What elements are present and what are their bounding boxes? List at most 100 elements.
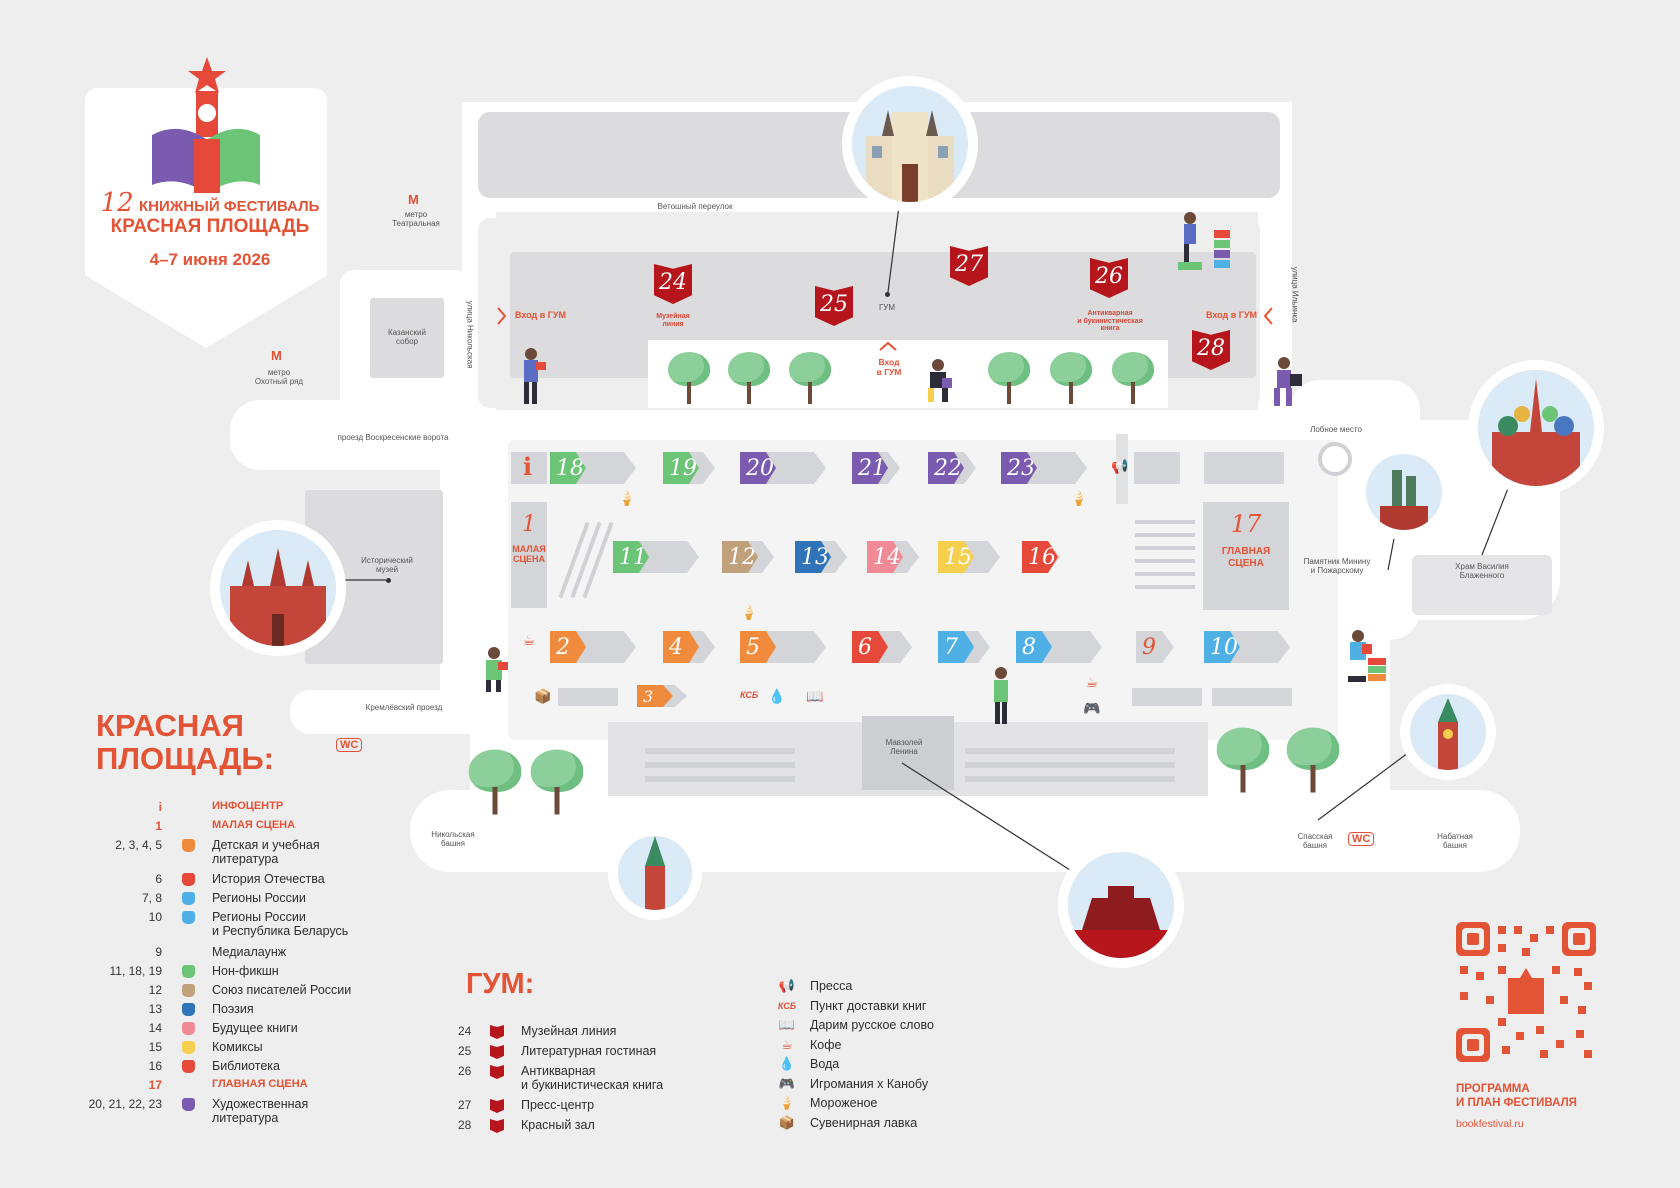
- stall-8[interactable]: 8: [1016, 631, 1102, 663]
- stall-18[interactable]: 18: [550, 452, 636, 484]
- wc-icon: WC: [336, 738, 363, 752]
- metro-teatralnaya-label: метро Театральная: [392, 210, 440, 229]
- stall-11[interactable]: 11: [613, 541, 699, 573]
- stall-3[interactable]: 3: [637, 685, 687, 707]
- tree-icon: [1112, 352, 1154, 404]
- stall-23[interactable]: 23: [1001, 452, 1087, 484]
- gum-book-icon: [490, 1119, 504, 1133]
- megaphone-icon: 📢: [1111, 458, 1129, 474]
- tree-icon: [1286, 727, 1340, 793]
- festival-line1: КНИЖНЫЙ ФЕСТИВАЛЬ: [138, 198, 320, 215]
- legend-number: 15: [148, 1040, 162, 1054]
- gum-book-icon: [490, 1045, 504, 1059]
- legend-label: Медиалаунж: [212, 945, 287, 959]
- main-stage-block[interactable]: [1203, 502, 1289, 610]
- legend-label: Библиотека: [212, 1059, 280, 1073]
- legend-label: Союз писателей России: [212, 983, 352, 997]
- legend-number: 2, 3, 4, 5: [115, 838, 162, 852]
- stall-5[interactable]: 5: [740, 631, 826, 663]
- kremlevsky-label: Кремлёвский проезд: [365, 703, 443, 712]
- stall-21[interactable]: 21: [852, 452, 900, 484]
- stall-7[interactable]: 7: [938, 631, 990, 663]
- main-stage-label: ГЛАВНАЯ СЦЕНА: [1221, 546, 1271, 569]
- qr-code[interactable]: [1456, 922, 1596, 1062]
- stall-22[interactable]: 22: [928, 452, 976, 484]
- wc-icon: WC: [1348, 832, 1375, 846]
- person-with-books-illustration: [1178, 212, 1230, 270]
- minin-pozharsky-illustration: [1356, 444, 1452, 540]
- gum-entrance-right[interactable]: Вход в ГУМ: [1206, 310, 1257, 320]
- legend-swatch: [182, 873, 195, 886]
- gum-legend-label: Литературная гостиная: [521, 1044, 657, 1058]
- person-illustration: [928, 359, 952, 402]
- legend-swatch: [182, 965, 195, 978]
- nabatnaya-tower-label: Набатная башня: [1437, 832, 1473, 851]
- souvenir-box-icon: 📦: [778, 1114, 796, 1130]
- stall-20[interactable]: 20: [740, 452, 826, 484]
- small-stage-block[interactable]: [511, 502, 547, 608]
- gamepad-icon: 🎮: [1083, 700, 1101, 716]
- gum-entrance-left[interactable]: Вход в ГУМ: [515, 310, 566, 320]
- gum-legend-label: Музейная линия: [521, 1024, 617, 1038]
- stall-12[interactable]: 12: [722, 541, 774, 573]
- lobnoe-label: Лобное место: [1310, 425, 1362, 434]
- gum-legend-number: 25: [458, 1044, 472, 1058]
- tree-icon: [988, 352, 1030, 404]
- gum-legend-label: Красный зал: [521, 1118, 595, 1132]
- gum-badge-28[interactable]: 28: [1192, 330, 1230, 370]
- stall-number: 11: [613, 541, 649, 573]
- legend-number: 1: [155, 819, 162, 833]
- tree-icon: [468, 749, 522, 815]
- stall-16[interactable]: 16: [1022, 541, 1060, 573]
- istorichesky-label: Исторический музей: [361, 556, 413, 575]
- ice-cream-icon: 🍦: [1070, 490, 1088, 506]
- tree-icon: [789, 352, 831, 404]
- person-illustration: [1274, 357, 1302, 406]
- legend-swatch: [182, 892, 195, 905]
- legend-label: Регионы России: [212, 891, 306, 905]
- ice-cream-icon: 🍦: [778, 1095, 796, 1110]
- metro-icon: M: [271, 348, 282, 363]
- metro-okhotny-label: метро Охотный ряд: [254, 368, 304, 387]
- water-drop-icon: 💧: [778, 1056, 796, 1071]
- gum-main-entrance[interactable]: Вход в ГУМ: [876, 357, 902, 377]
- festival-line2: КРАСНАЯ ПЛОЩАДЬ: [110, 216, 310, 238]
- pavilion-block: [1212, 688, 1292, 706]
- service-label: Игромания x Канобу: [810, 1076, 929, 1091]
- stall-19[interactable]: 19: [663, 452, 715, 484]
- gum-badge-24[interactable]: 24: [654, 264, 692, 304]
- stall-14[interactable]: 14: [867, 541, 919, 573]
- water-drop-icon: 💧: [768, 688, 786, 704]
- infocenter-block[interactable]: [511, 452, 547, 484]
- gum-book-icon: [490, 1099, 504, 1113]
- stall-number: 9: [1136, 631, 1172, 663]
- pavilion-block: [1204, 452, 1284, 484]
- service-label: Дарим русское слово: [810, 1018, 934, 1032]
- gum-badge-27[interactable]: 27: [950, 246, 988, 286]
- gum-legend-number: 24: [458, 1024, 472, 1038]
- stall-10[interactable]: 10: [1204, 631, 1290, 663]
- stall-4[interactable]: 4: [663, 631, 715, 663]
- stall-9[interactable]: 9: [1136, 631, 1174, 663]
- stall-6[interactable]: 6: [852, 631, 912, 663]
- antique-label: Антикварная и букинистическая книга: [1077, 310, 1143, 333]
- stall-15[interactable]: 15: [938, 541, 1000, 573]
- gum-badge-26[interactable]: 26: [1090, 258, 1128, 298]
- gum-label: ГУМ: [878, 303, 896, 312]
- legend-number: 20, 21, 22, 23: [88, 1097, 162, 1111]
- stall-13[interactable]: 13: [795, 541, 847, 573]
- gum-badge-25[interactable]: 25: [815, 286, 853, 326]
- stall-2[interactable]: 2: [550, 631, 636, 663]
- legend-label: ГЛАВНАЯ СЦЕНА: [212, 1078, 308, 1090]
- qr-url[interactable]: bookfestival.ru: [1456, 1118, 1524, 1130]
- stall-number: 3: [637, 685, 673, 707]
- stall-number: 16: [1022, 541, 1058, 573]
- legend-swatch: [182, 1003, 195, 1016]
- legend-swatch: [182, 839, 195, 852]
- press-pavilion: [1134, 452, 1180, 484]
- souvenir-box-icon: 📦: [534, 688, 552, 704]
- legend-label: Регионы России и Республика Беларусь: [212, 910, 349, 939]
- service-label: Кофе: [810, 1037, 842, 1052]
- gum-legend-number: 27: [458, 1098, 472, 1112]
- megaphone-icon: 📢: [778, 978, 796, 993]
